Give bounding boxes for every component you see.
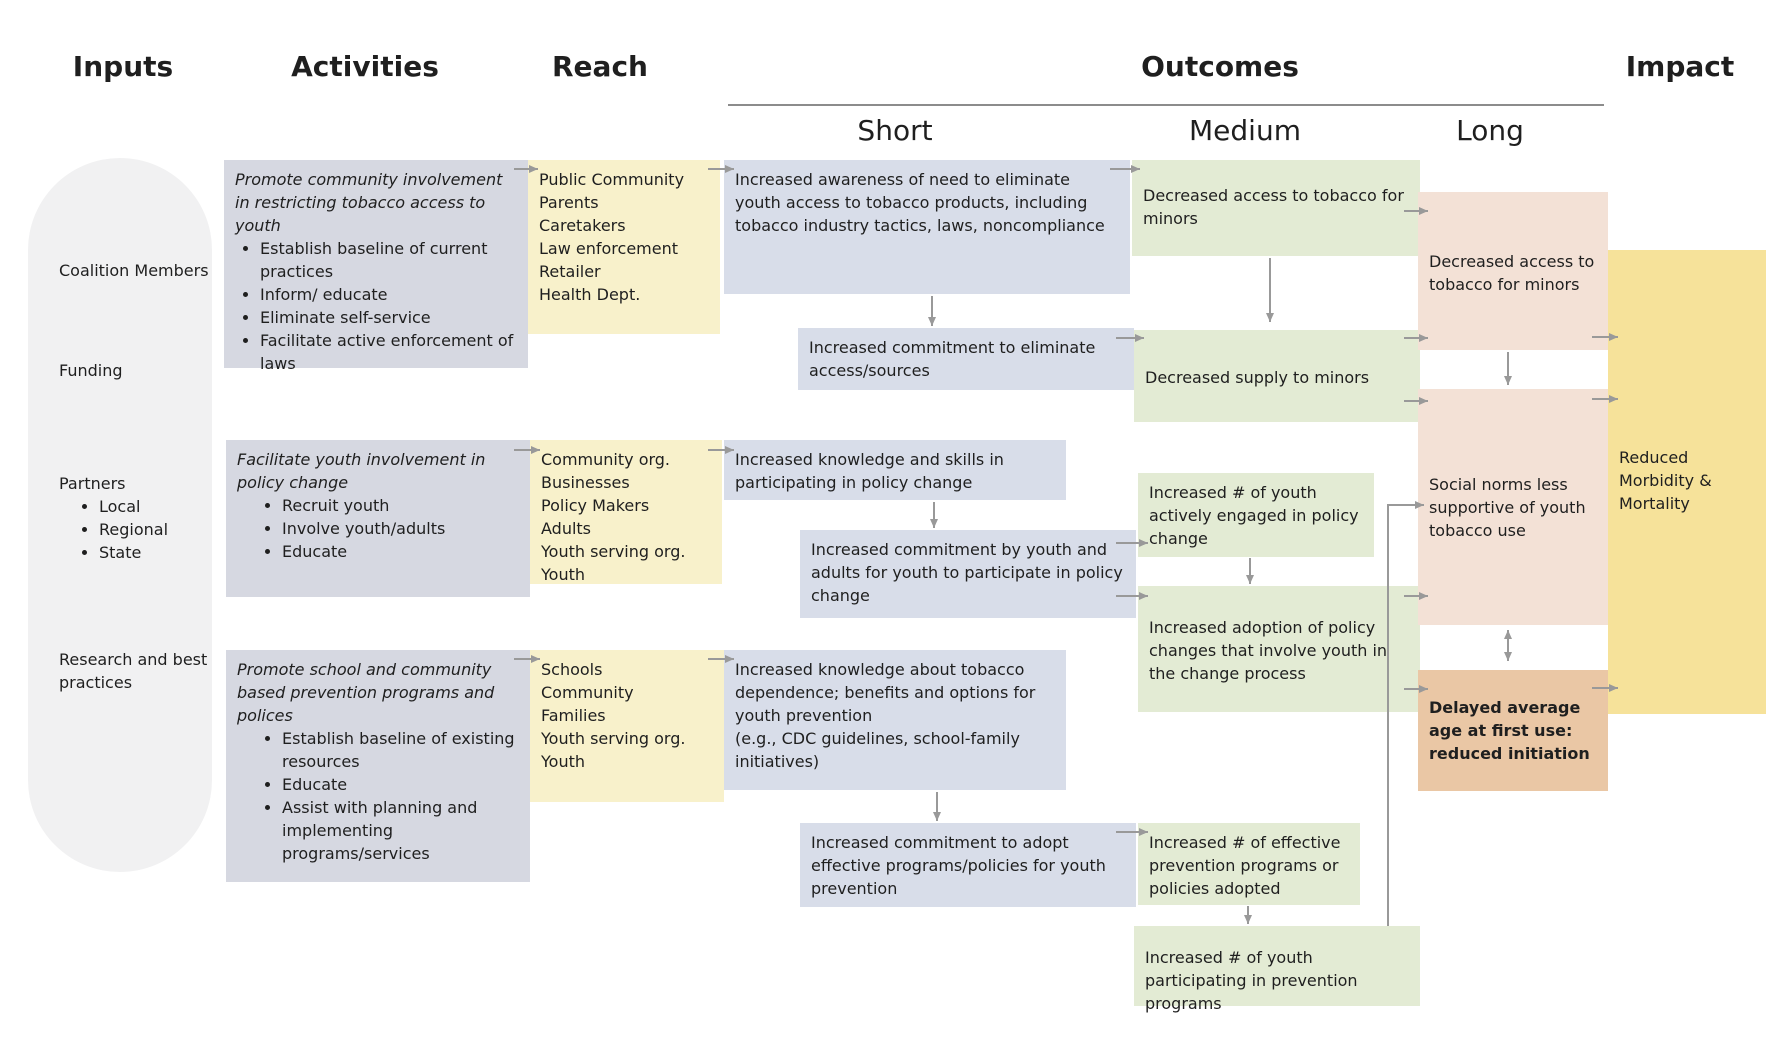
- reach-item: Youth serving org.: [541, 729, 686, 748]
- medium-effective-programs: Increased # of effective prevention prog…: [1138, 823, 1360, 905]
- input-coalition-members: Coalition Members: [59, 261, 209, 280]
- short-knowledge-examples: (e.g., CDC guidelines, school-family ini…: [735, 729, 1020, 771]
- reach-item: Health Dept.: [539, 285, 641, 304]
- input-partner-local: Local: [99, 495, 209, 518]
- reach-item: Retailer: [539, 262, 601, 281]
- header-short: Short: [857, 114, 933, 147]
- reach-community: Public Community Parents Caretakers Law …: [528, 160, 720, 334]
- activity-item: Recruit youth: [282, 494, 519, 517]
- reach-item: Parents: [539, 193, 599, 212]
- input-partners-label: Partners: [59, 474, 126, 493]
- medium-youth-participating: Increased # of youth participating in pr…: [1134, 926, 1420, 1013]
- activity-title: Facilitate youth involvement in policy c…: [237, 450, 486, 492]
- short-knowledge-text: Increased knowledge about tobacco depend…: [735, 660, 1036, 725]
- short-commitment-programs: Increased commitment to adopt effective …: [800, 823, 1136, 907]
- reach-item: Law enforcement: [539, 239, 679, 258]
- activity-title: Promote community involvement in restric…: [235, 170, 503, 235]
- activity-item: Eliminate self-service: [260, 306, 517, 329]
- header-inputs: Inputs: [72, 50, 174, 83]
- header-activities: Activities: [291, 50, 439, 83]
- reach-item: Youth serving org.: [541, 542, 686, 561]
- activity-item: Establish baseline of current practices: [260, 237, 517, 283]
- long-social-norms: Social norms less supportive of youth to…: [1418, 389, 1608, 625]
- activity-item: Establish baseline of existing resources: [282, 727, 519, 773]
- reach-item: Public Community: [539, 170, 685, 189]
- medium-policy-adoption: Increased adoption of policy changes tha…: [1138, 586, 1420, 712]
- inputs-panel: [28, 158, 212, 872]
- reach-item: Families: [541, 706, 606, 725]
- arrow: [1387, 501, 1424, 926]
- reach-item: Adults: [541, 519, 592, 538]
- header-outcomes: Outcomes: [1141, 50, 1299, 83]
- short-commitment-youth: Increased commitment by youth and adults…: [800, 530, 1136, 618]
- short-commitment-access: Increased commitment to eliminate access…: [798, 328, 1134, 390]
- long-delayed-initiation: Delayed average age at first use: reduce…: [1418, 670, 1608, 791]
- activity-item: Facilitate active enforcement of laws: [260, 329, 517, 375]
- header-impact: Impact: [1625, 50, 1735, 83]
- input-partners: Partners Local Regional State: [59, 472, 209, 564]
- reach-item: Youth: [541, 565, 585, 584]
- input-research: Research and best practices: [59, 650, 208, 692]
- activity-youth-involvement: Facilitate youth involvement in policy c…: [226, 440, 530, 597]
- activity-item: Educate: [282, 773, 519, 796]
- activity-prevention-programs: Promote school and community based preve…: [226, 650, 530, 882]
- reach-item: Policy Makers: [541, 496, 650, 515]
- input-funding: Funding: [59, 361, 123, 380]
- outcomes-divider: [728, 104, 1604, 106]
- activity-item: Involve youth/adults: [282, 517, 519, 540]
- short-knowledge-policy: Increased knowledge and skills in partic…: [724, 440, 1066, 500]
- reach-item: Schools: [541, 660, 603, 679]
- reach-policy: Community org. Businesses Policy Makers …: [530, 440, 722, 584]
- reach-item: Businesses: [541, 473, 630, 492]
- long-decreased-access: Decreased access to tobacco for minors: [1418, 192, 1608, 350]
- reach-item: Caretakers: [539, 216, 626, 235]
- input-partner-regional: Regional: [99, 518, 209, 541]
- reach-item: Community org.: [541, 450, 671, 469]
- input-partner-state: State: [99, 541, 209, 564]
- medium-decreased-access: Decreased access to tobacco for minors: [1132, 160, 1420, 256]
- activity-community-involvement: Promote community involvement in restric…: [224, 160, 528, 373]
- header-long: Long: [1456, 114, 1524, 147]
- header-reach: Reach: [552, 50, 648, 83]
- impact-reduced-morbidity: Reduced Morbidity & Mortality: [1608, 250, 1766, 714]
- reach-item: Community: [541, 683, 634, 702]
- header-medium: Medium: [1189, 114, 1301, 147]
- activity-item: Assist with planning and implementing pr…: [282, 796, 519, 865]
- short-awareness: Increased awareness of need to eliminate…: [724, 160, 1130, 294]
- reach-item: Youth: [541, 752, 585, 771]
- medium-youth-engaged: Increased # of youth actively engaged in…: [1138, 473, 1374, 557]
- activity-item: Inform/ educate: [260, 283, 517, 306]
- activity-title: Promote school and community based preve…: [237, 660, 495, 725]
- activity-item: Educate: [282, 540, 519, 563]
- short-knowledge-tobacco: Increased knowledge about tobacco depend…: [724, 650, 1066, 790]
- reach-schools: Schools Community Families Youth serving…: [530, 650, 724, 802]
- medium-decreased-supply: Decreased supply to minors: [1134, 330, 1420, 422]
